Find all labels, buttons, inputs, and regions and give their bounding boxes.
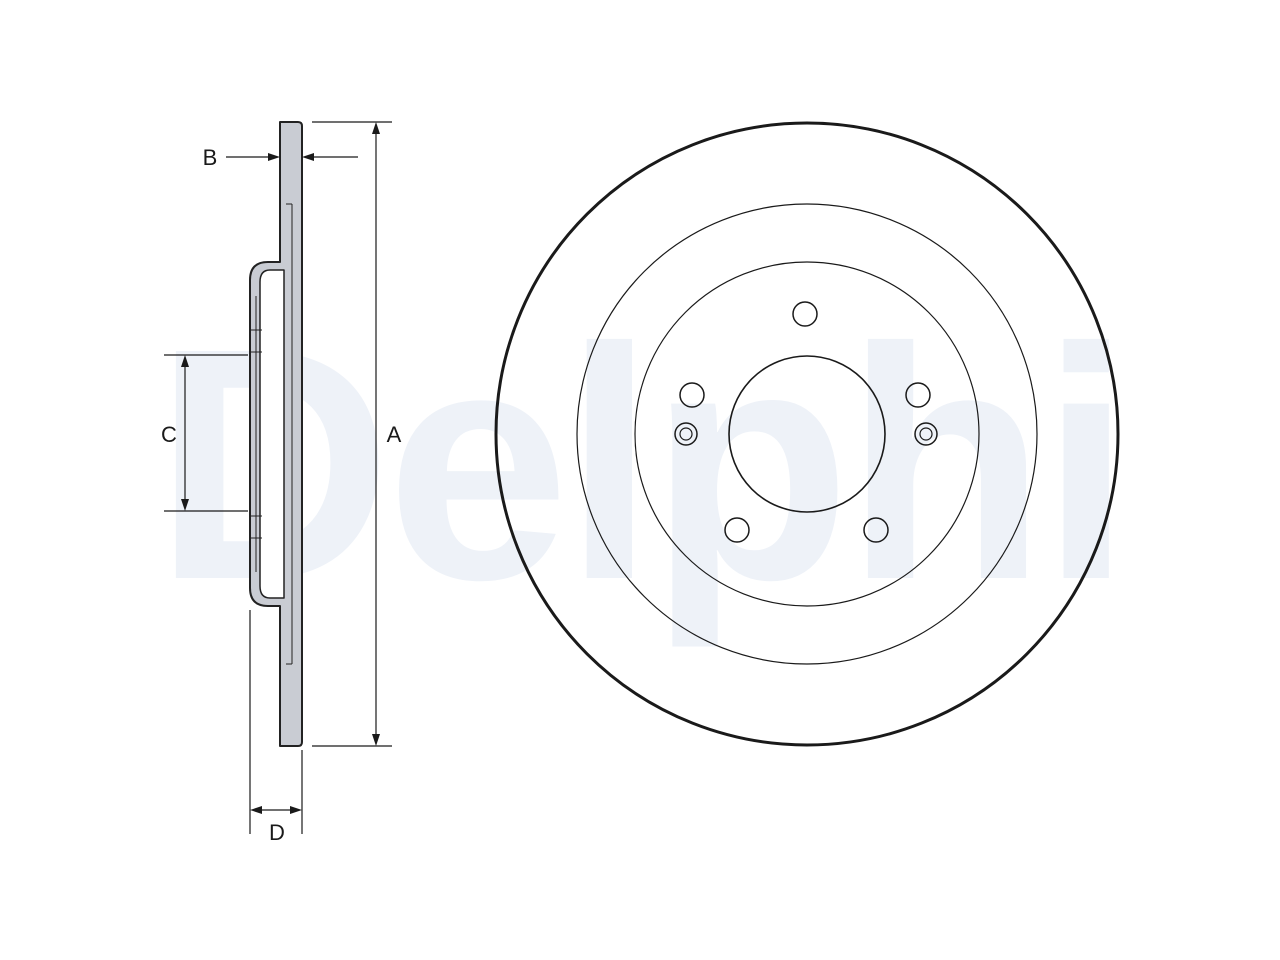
disc-side-section [249, 121, 303, 747]
hat-inner-surface [259, 269, 285, 599]
centre-bore [728, 355, 886, 513]
stud-hole [679, 382, 705, 408]
disc-outer-edge [494, 121, 1120, 747]
stud-hole [863, 517, 889, 543]
delphi-watermark: Delphi [154, 279, 1126, 650]
disc-front-view [494, 121, 1120, 747]
dimension-c [164, 354, 248, 512]
dimension-a-label: A [387, 422, 402, 447]
stud-hole [905, 382, 931, 408]
locating-screw-left [674, 422, 698, 446]
dimension-c-label: C [161, 422, 177, 447]
dimension-b-label: B [203, 145, 218, 170]
dimension-d [249, 610, 303, 834]
friction-ring-inner [576, 203, 1038, 665]
hat-outer-edge [634, 261, 980, 607]
stud-hole [792, 301, 818, 327]
dimension-d-label: D [269, 820, 285, 845]
locating-screw-right [914, 422, 938, 446]
dimension-b [226, 153, 358, 161]
stud-hole [724, 517, 750, 543]
dimension-a [312, 121, 392, 747]
